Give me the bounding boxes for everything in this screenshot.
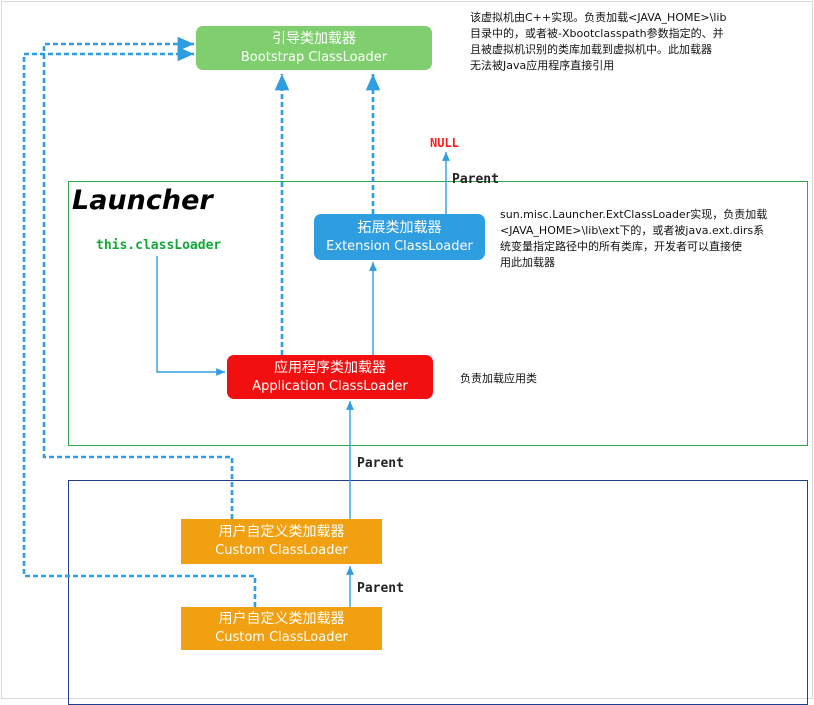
extension-name-en: Extension ClassLoader (326, 238, 473, 254)
custom1-name-en: Custom ClassLoader (215, 543, 348, 558)
bootstrap-note: 该虚拟机由C++实现。负责加载<JAVA_HOME>\lib 目录中的，或者被-… (470, 10, 790, 74)
custom1-name-zh: 用户自定义类加载器 (218, 524, 345, 540)
custom-classloader-node-1: 用户自定义类加载器 Custom ClassLoader (181, 519, 382, 564)
null-label: NULL (430, 136, 459, 150)
this-classloader-label: this.classLoader (96, 238, 222, 253)
bootstrap-name-zh: 引导类加载器 (272, 30, 356, 47)
bootstrap-note-line: 该虚拟机由C++实现。负责加载<JAVA_HOME>\lib (470, 11, 727, 24)
bootstrap-note-line: 目录中的，或者被-Xbootclasspath参数指定的、并 (470, 27, 724, 40)
application-name-en: Application ClassLoader (252, 378, 408, 394)
application-classloader-node: 应用程序类加载器 Application ClassLoader (227, 355, 433, 399)
bootstrap-note-line: 无法被Java应用程序直接引用 (470, 59, 615, 72)
edge-custom2-to-bootstrap (22, 46, 257, 607)
extension-note-line: 用此加载器 (500, 256, 555, 269)
extension-note: sun.misc.Launcher.ExtClassLoader实现，负责加载 … (500, 207, 800, 271)
edge-this-classloader-to-application (156, 256, 225, 376)
custom2-name-en: Custom ClassLoader (215, 630, 348, 645)
custom2-name-zh: 用户自定义类加载器 (218, 611, 345, 627)
application-note: 负责加载应用类 (460, 372, 537, 385)
bootstrap-name-en: Bootstrap ClassLoader (240, 49, 388, 65)
parent-label-extension: Parent (452, 172, 499, 187)
launcher-title: Launcher (72, 185, 213, 216)
launcher-container (68, 181, 808, 446)
bootstrap-note-line: 且被虚拟机识别的类库加载到虚拟机中。此加载器 (470, 43, 712, 56)
extension-classloader-node: 拓展类加载器 Extension ClassLoader (314, 214, 485, 260)
application-name-zh: 应用程序类加载器 (274, 359, 386, 376)
parent-label-custom1: Parent (357, 456, 404, 471)
edge-custom1-to-bootstrap (42, 36, 234, 519)
bootstrap-classloader-node: 引导类加载器 Bootstrap ClassLoader (196, 26, 432, 70)
extension-name-zh: 拓展类加载器 (357, 219, 442, 236)
extension-note-line: sun.misc.Launcher.ExtClassLoader实现，负责加载 (500, 208, 768, 221)
custom-classloader-node-2: 用户自定义类加载器 Custom ClassLoader (181, 607, 382, 650)
extension-note-line: <JAVA_HOME>\lib\ext下的，或者被java.ext.dirs系 (500, 224, 765, 237)
extension-note-line: 统变量指定路径中的所有类库，开发者可以直接使 (500, 240, 742, 253)
parent-label-custom2: Parent (357, 581, 404, 596)
